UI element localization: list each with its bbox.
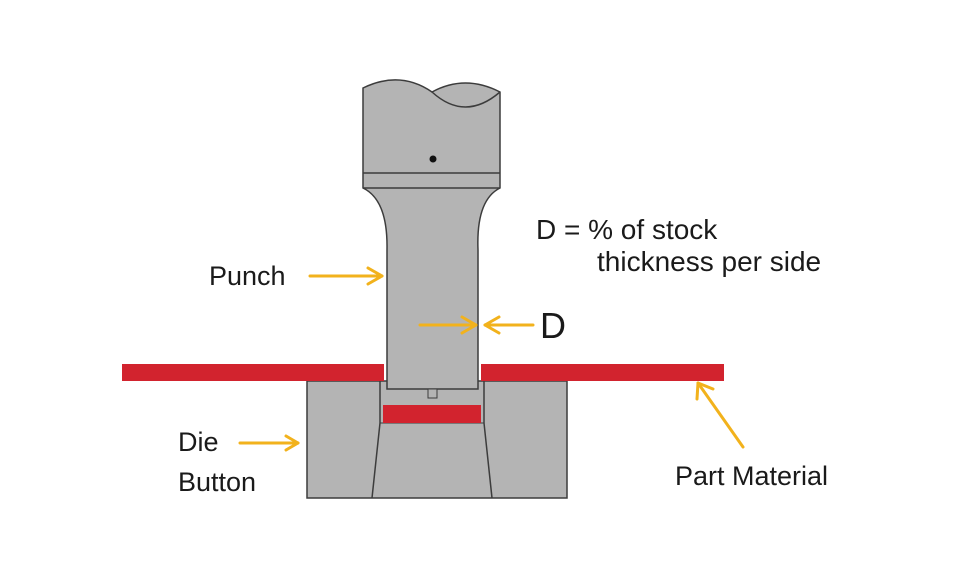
part-material-right	[481, 364, 724, 381]
part-material-arrow	[695, 381, 745, 449]
punch	[362, 79, 501, 399]
die-button	[306, 380, 568, 499]
d-clearance-arrow-in	[418, 315, 478, 335]
punch-label: Punch	[209, 261, 286, 291]
part-material-left	[122, 364, 384, 381]
part-material-label: Part Material	[675, 461, 828, 491]
definition-line2: thickness per side	[597, 246, 821, 277]
d-clearance-arrow-out	[483, 315, 535, 335]
punch-arrow	[308, 266, 384, 286]
die-button-arrow	[238, 434, 300, 452]
punch-dot	[429, 155, 437, 163]
d-marker-label: D	[540, 305, 566, 346]
punch-head-notch	[431, 91, 501, 108]
definition-line1: D = % of stock	[536, 214, 718, 245]
punch-pilot-pin	[427, 388, 438, 399]
slug	[383, 405, 481, 423]
die-button-label-line2: Button	[178, 467, 256, 497]
die-body	[306, 380, 568, 499]
die-button-label-line1: Die	[178, 427, 219, 457]
punch-body	[362, 79, 501, 390]
